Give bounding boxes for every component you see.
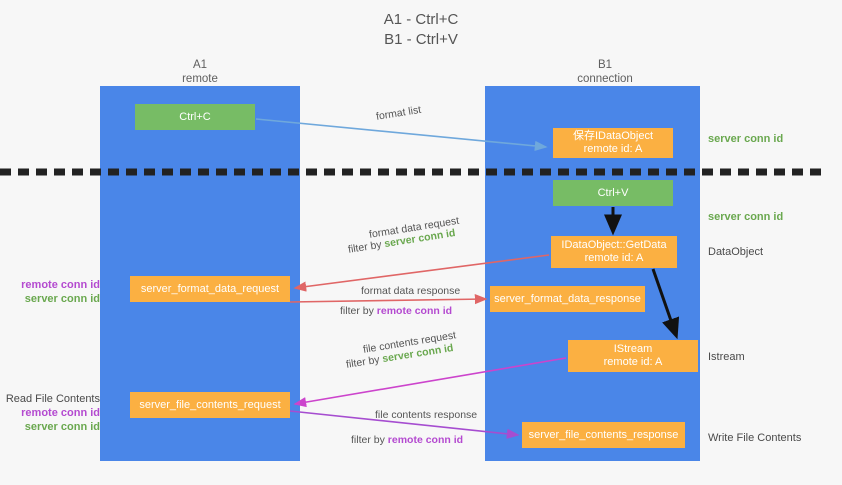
box-ctrl-v-label: Ctrl+V xyxy=(597,186,629,199)
edge-label-format-data-response-filter: filter by remote conn id xyxy=(340,304,452,318)
label-server-conn-id-mid: server conn id xyxy=(708,211,784,223)
title-line-2: B1 - Ctrl+V xyxy=(384,31,458,48)
box-server-file-contents-response[interactable]: server_file_contents_response xyxy=(522,422,685,448)
lane-header-b1: B1 connection xyxy=(545,58,665,86)
box-save-idataobject[interactable]: 保存IDataObject remote id: A xyxy=(553,128,673,158)
box-server-format-data-request-label: server_format_data_request xyxy=(140,282,280,295)
label-left-remote-conn-id-low: remote conn id xyxy=(21,407,100,419)
lane-header-a1: A1 remote xyxy=(140,58,260,86)
box-getdata-line2: remote id: A xyxy=(584,252,644,264)
label-left-server-conn-id-mid: server conn id xyxy=(24,293,100,305)
lane-b1-sub: connection xyxy=(577,73,633,85)
box-save-idataobject-line1: 保存IDataObject xyxy=(572,130,654,142)
box-server-file-contents-request[interactable]: server_file_contents_request xyxy=(130,392,290,418)
edge-label-file-contents-response: file contents response xyxy=(375,409,478,421)
box-server-format-data-response-label: server_format_data_response xyxy=(494,292,641,305)
lane-a1-sub: remote xyxy=(182,73,218,85)
label-left-server-conn-id-low: server conn id xyxy=(24,421,100,433)
diagram-title: A1 - Ctrl+C B1 - Ctrl+V xyxy=(0,10,842,50)
box-istream[interactable]: IStream remote id: A xyxy=(568,340,698,372)
edge-label-fdr-filter-prefix: filter by xyxy=(347,238,386,256)
label-left-conn-ids-mid: remote conn id server conn id xyxy=(8,278,100,306)
label-write-file-contents: Write File Contents xyxy=(708,432,802,444)
box-server-format-data-response[interactable]: server_format_data_response xyxy=(490,286,645,312)
edge-label-fdresp-filter-value: remote conn id xyxy=(376,305,453,317)
box-istream-line1: IStream xyxy=(613,343,653,355)
box-getdata-line1: IDataObject::GetData xyxy=(561,239,667,251)
box-server-file-contents-response-label: server_file_contents_response xyxy=(528,428,679,441)
box-idataobject-getdata[interactable]: IDataObject::GetData remote id: A xyxy=(551,236,677,268)
edge-label-fdresp-filter-prefix: filter by xyxy=(340,305,377,317)
lane-a1-name: A1 xyxy=(192,59,208,71)
box-server-format-data-request[interactable]: server_format_data_request xyxy=(130,276,290,302)
arrow-format-data-response xyxy=(289,294,488,305)
box-istream-line2: remote id: A xyxy=(603,356,663,368)
edge-label-fcresp-filter-prefix: filter by xyxy=(351,434,388,446)
title-line-1: A1 - Ctrl+C xyxy=(383,11,459,28)
label-server-conn-id-top: server conn id xyxy=(708,133,784,145)
edge-label-format-list: format list xyxy=(375,103,422,123)
label-left-read-file-contents-group: Read File Contents remote conn id server… xyxy=(5,392,100,434)
box-ctrl-c[interactable]: Ctrl+C xyxy=(135,104,255,130)
edge-label-fcresp-filter-value: remote conn id xyxy=(387,434,464,446)
lane-b1-name: B1 xyxy=(597,59,613,71)
edge-label-fcr-filter-prefix: filter by xyxy=(345,353,384,371)
label-read-file-contents: Read File Contents xyxy=(5,393,100,405)
label-left-remote-conn-id-mid: remote conn id xyxy=(21,279,100,291)
box-save-idataobject-line2: remote id: A xyxy=(583,143,643,155)
box-ctrl-v[interactable]: Ctrl+V xyxy=(553,180,673,206)
box-ctrl-c-label: Ctrl+C xyxy=(179,110,211,123)
box-server-file-contents-request-label: server_file_contents_request xyxy=(139,398,281,411)
label-istream: Istream xyxy=(708,351,745,363)
edge-label-format-data-response: format data response xyxy=(361,285,461,297)
edge-label-file-contents-response-filter: filter by remote conn id xyxy=(351,433,463,447)
label-dataobject: DataObject xyxy=(708,246,764,258)
